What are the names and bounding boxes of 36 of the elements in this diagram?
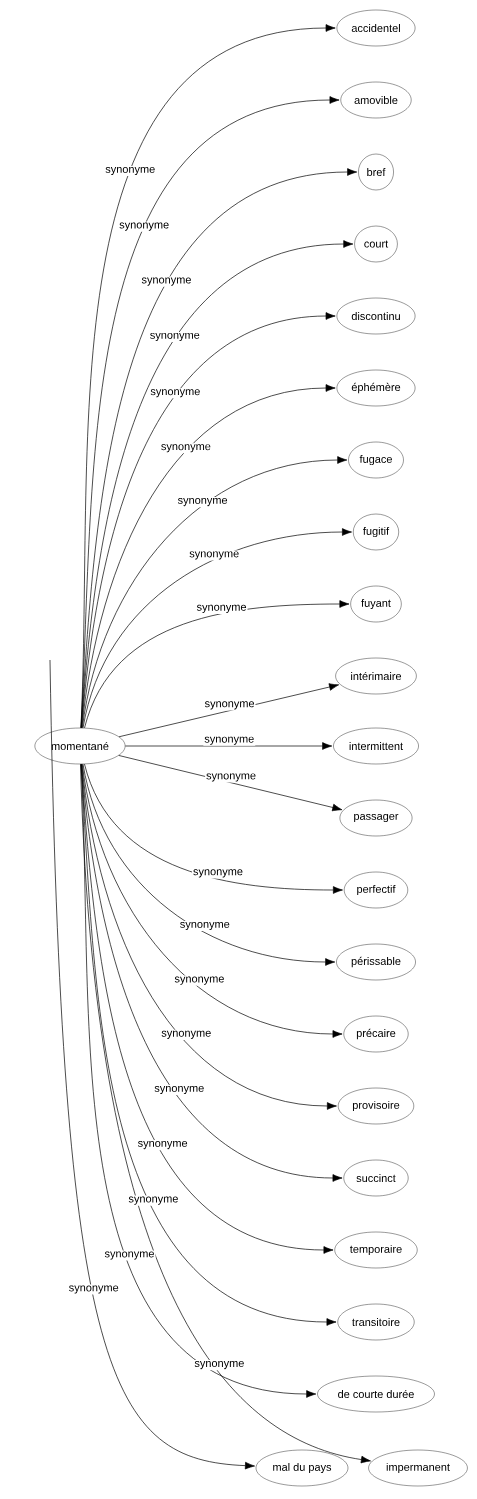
- edge-label: synonyme: [127, 1195, 180, 1206]
- edge-label: synonyme: [188, 550, 241, 561]
- arrow: [82, 763, 336, 966]
- edge-label: synonyme: [136, 1139, 189, 1151]
- edge-label: synonyme: [160, 1029, 213, 1040]
- edge-label: synonyme: [103, 1250, 156, 1261]
- edge-label: synonyme: [176, 496, 229, 508]
- arrow: [81, 763, 343, 1038]
- arrow: [80, 763, 317, 1398]
- edge-label: synonyme: [203, 735, 256, 746]
- edge-label: synonyme: [173, 975, 226, 986]
- edge-label: synonyme: [205, 772, 257, 783]
- arrow: [49, 659, 255, 1470]
- edge-label: synonyme: [203, 700, 256, 711]
- arrow: [84, 600, 350, 729]
- arrow: [81, 384, 336, 729]
- arrow: [82, 528, 352, 729]
- edge-label: synonyme: [159, 443, 212, 454]
- edge-label: synonyme: [118, 221, 171, 232]
- edge-label: synonyme: [148, 331, 201, 343]
- arrow: [125, 742, 333, 750]
- edge-label: synonyme: [193, 1360, 246, 1371]
- arrow: [80, 763, 371, 1464]
- edge-label: synonyme: [67, 1284, 120, 1295]
- edge-label: synonyme: [153, 1084, 206, 1096]
- arrow: [118, 683, 339, 738]
- edge-label: synonyme: [104, 165, 157, 177]
- edge-label: synonyme: [149, 388, 202, 399]
- edge-label: synonyme: [195, 603, 248, 614]
- edge-label: synonyme: [140, 276, 193, 287]
- arrow: [84, 763, 343, 894]
- arrow: [81, 763, 337, 1110]
- edge-label: synonyme: [178, 920, 231, 932]
- arrow: [81, 456, 348, 729]
- edge-label: synonyme: [192, 868, 244, 879]
- arrow: [118, 755, 343, 812]
